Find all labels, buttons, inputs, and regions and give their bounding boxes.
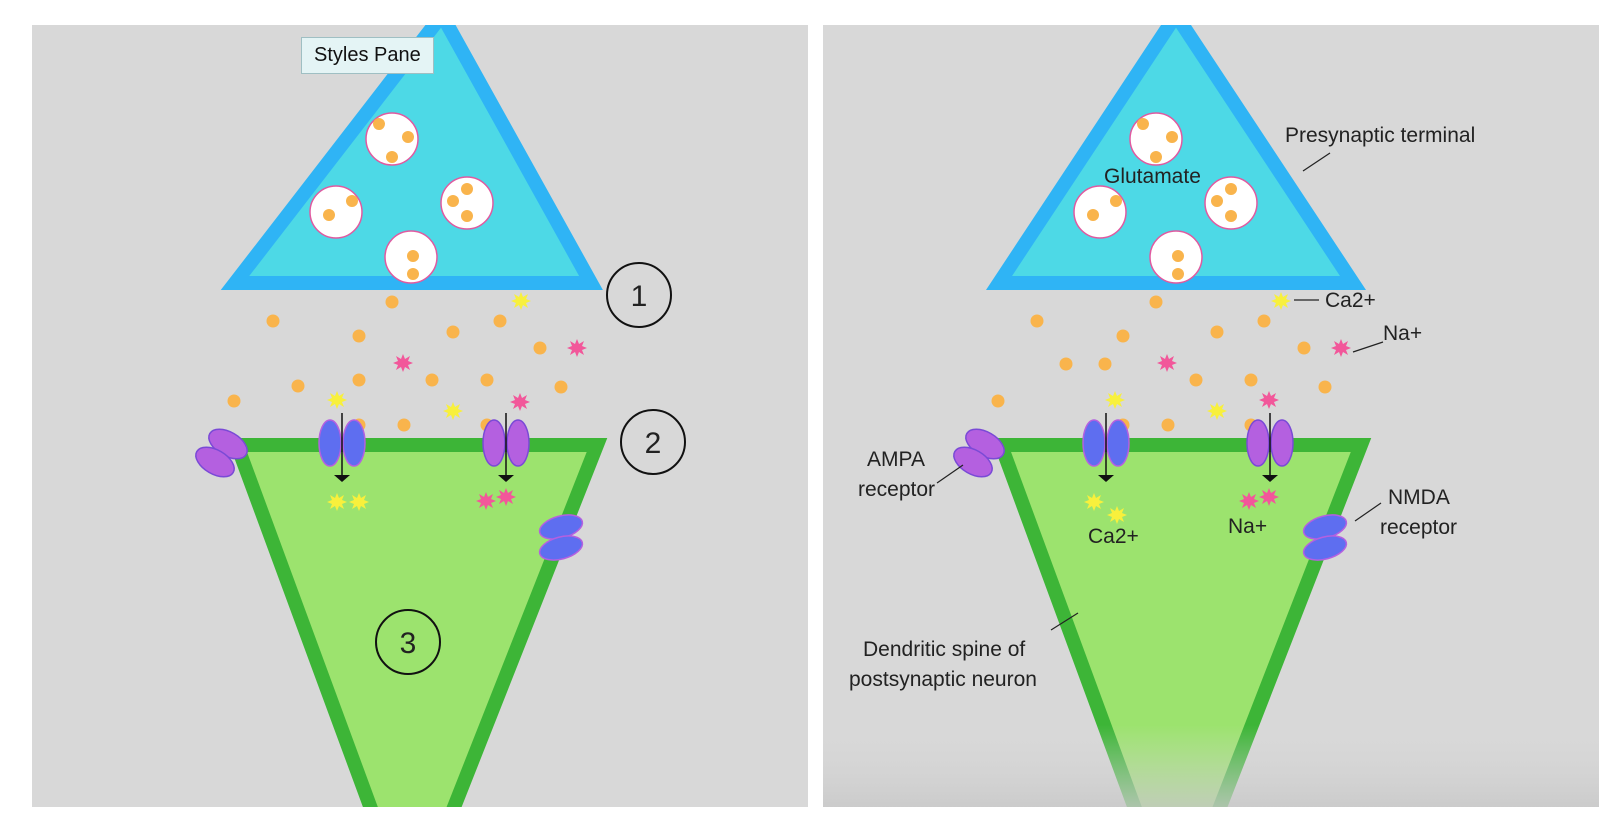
postsynaptic-spine: [226, 438, 608, 807]
glutamate-molecules: [227, 295, 568, 432]
step-marker-2: 2: [620, 409, 686, 475]
label-ampa-line1: AMPA: [867, 448, 925, 471]
step-marker-1: 1: [606, 262, 672, 328]
label-presynaptic-terminal: Presynaptic terminal: [1285, 124, 1475, 147]
nmda-receptor: [1302, 514, 1348, 561]
ampa-channel: [1246, 413, 1294, 482]
styles-pane-tooltip: Styles Pane: [301, 37, 434, 74]
ampa-channel: [482, 413, 530, 482]
nmda-channel: [318, 413, 366, 482]
label-calcium-inside: Ca2+: [1088, 525, 1139, 548]
label-ampa-line2: receptor: [858, 478, 935, 501]
ampa-receptor: [953, 428, 1005, 478]
vesicle: [1204, 176, 1258, 230]
svg-text:3: 3: [400, 627, 417, 660]
sodium-ions: [1157, 339, 1351, 510]
synapse-diagram-left: 1 2 3: [195, 25, 686, 807]
label-sodium-inside: Na+: [1228, 515, 1267, 538]
leader-lines: [936, 152, 1384, 631]
bottom-shade: [823, 725, 1599, 807]
ampa-receptor: [195, 428, 248, 478]
label-nmda-line2: receptor: [1380, 516, 1457, 539]
label-nmda-line1: NMDA: [1388, 486, 1450, 509]
calcium-ions: [327, 292, 531, 511]
nmda-channel: [1082, 413, 1130, 482]
label-dendritic-line1: Dendritic spine of: [863, 638, 1025, 661]
sodium-ions: [393, 339, 587, 510]
vesicle: [1073, 185, 1127, 239]
vesicle: [1149, 230, 1203, 284]
calcium-ions: [1084, 292, 1291, 524]
vesicle: [440, 176, 494, 230]
label-glutamate: Glutamate: [1104, 165, 1201, 188]
vesicle: [365, 112, 419, 166]
diagram-panel-left: 1 2 3 Styles Pane: [32, 25, 808, 807]
label-sodium: Na+: [1383, 322, 1422, 345]
vesicle: [1129, 112, 1183, 166]
step-marker-3: 3: [375, 609, 441, 675]
svg-text:1: 1: [631, 280, 648, 313]
postsynaptic-spine: [990, 438, 1372, 807]
label-calcium: Ca2+: [1325, 289, 1376, 312]
label-dendritic-line2: postsynaptic neuron: [849, 668, 1037, 691]
vesicle: [384, 230, 438, 284]
diagram-panel-right: Presynaptic terminal Glutamate Ca2+ Na+ …: [823, 25, 1599, 807]
svg-text:2: 2: [645, 427, 662, 460]
vesicle: [309, 185, 363, 239]
nmda-receptor: [538, 514, 584, 561]
synapse-diagram-right: Presynaptic terminal Glutamate Ca2+ Na+ …: [823, 25, 1599, 807]
